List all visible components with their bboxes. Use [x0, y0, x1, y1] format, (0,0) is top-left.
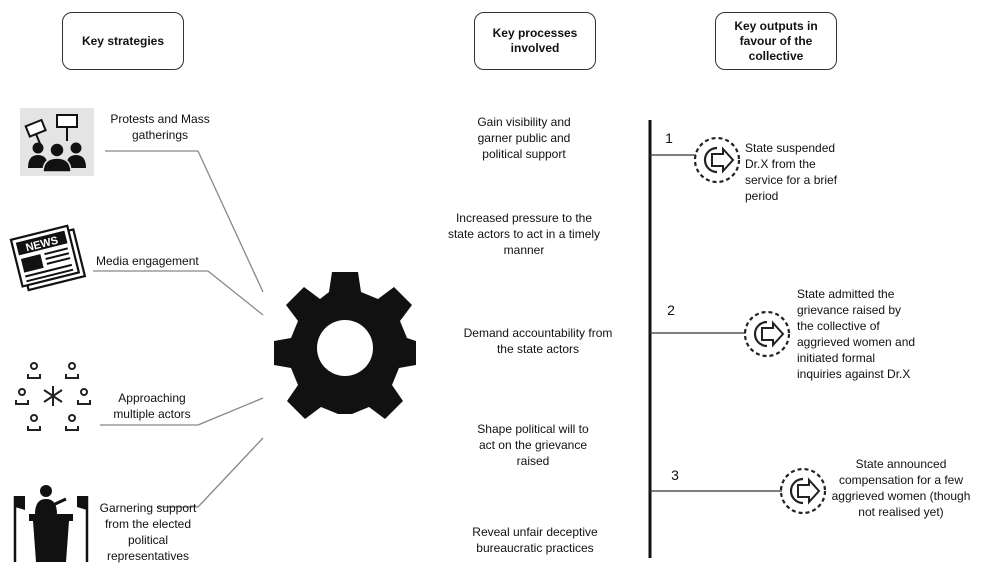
process-accountability: Demand accountability from the state act…: [463, 326, 613, 356]
header-key-processes-label: Key processes involved: [492, 26, 578, 55]
header-key-processes: Key processes involved: [474, 12, 596, 70]
strategy-media-label: Media engagement: [96, 254, 199, 268]
strategy-political-label: Garnering support from the elected polit…: [99, 501, 197, 563]
output-number-2: 2: [667, 302, 675, 318]
strategy-protests-label: Protests and Mass gatherings: [110, 112, 210, 142]
outcome-arrow-icon: [778, 466, 828, 516]
process-visibility: Gain visibility and garner public and po…: [477, 115, 571, 161]
protest-crowd-icon: [20, 108, 94, 176]
process-political-will: Shape political will to act on the griev…: [477, 422, 589, 468]
outcome-arrow-icon: [692, 135, 742, 185]
output-text-3: State announced compensation for a few a…: [831, 457, 971, 519]
output-text-1: State suspended Dr.X from the service fo…: [745, 141, 838, 203]
strategy-approaching-label: Approaching multiple actors: [113, 391, 191, 421]
output-text-2: State admitted the grievance raised by t…: [797, 287, 916, 381]
process-pressure: Increased pressure to the state actors t…: [447, 211, 601, 257]
network-people-icon: [14, 360, 94, 432]
header-key-strategies: Key strategies: [62, 12, 184, 70]
header-key-outputs-label: Key outputs in favour of the collective: [734, 18, 818, 63]
output-number-1: 1: [665, 130, 673, 146]
newspaper-icon: NEWS: [8, 222, 92, 298]
output-number-3: 3: [671, 467, 679, 483]
outcome-arrow-icon: [742, 309, 792, 359]
header-key-strategies-label: Key strategies: [81, 33, 165, 48]
gear-icon: [268, 266, 422, 420]
header-key-outputs: Key outputs in favour of the collective: [715, 12, 837, 70]
process-reveal: Reveal unfair deceptive bureaucratic pra…: [472, 525, 598, 555]
podium-speaker-icon: [8, 478, 94, 564]
